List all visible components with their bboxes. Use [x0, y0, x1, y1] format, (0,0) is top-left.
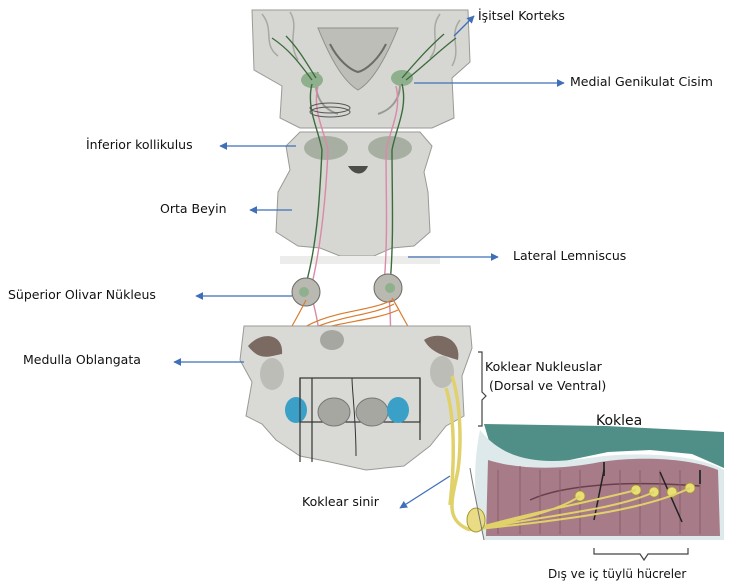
midbrain-label: Orta Beyin — [160, 203, 227, 216]
hair-cells-label: Dış ve iç tüylü hücreler — [548, 568, 686, 580]
cochlear-nerve — [446, 376, 470, 530]
cochlea-section — [467, 424, 724, 540]
superior-olivary-label: Süperior Olivar Nükleus — [8, 289, 156, 302]
cochlear-nucleus-left — [285, 397, 307, 423]
cochlear-nuclei-label-line1: Koklear Nukleuslar — [485, 361, 602, 374]
medulla-section — [240, 326, 472, 470]
inferior-colliculus-right — [368, 136, 412, 160]
auditory-cortex-label: İşitsel Korteks — [478, 10, 565, 23]
medulla-label: Medulla Oblangata — [23, 354, 141, 367]
cochlear-nerve-label: Koklear sinir — [302, 496, 379, 509]
cochlea-label: Koklea — [596, 414, 642, 428]
superior-olivary-nuclei — [292, 274, 402, 306]
medial-geniculate-label: Medial Genikulat Cisim — [570, 76, 713, 89]
inferior-colliculus-label: İnferior kollikulus — [86, 139, 193, 152]
lateral-lemniscus-label: Lateral Lemniscus — [513, 250, 626, 263]
cochlear-nucleus-right — [387, 397, 409, 423]
midbrain-section — [276, 132, 440, 264]
cochlear-nuclei-label-line2: (Dorsal ve Ventral) — [489, 380, 606, 393]
cortex-section — [252, 10, 470, 128]
hair-cells-bracket — [594, 548, 688, 560]
